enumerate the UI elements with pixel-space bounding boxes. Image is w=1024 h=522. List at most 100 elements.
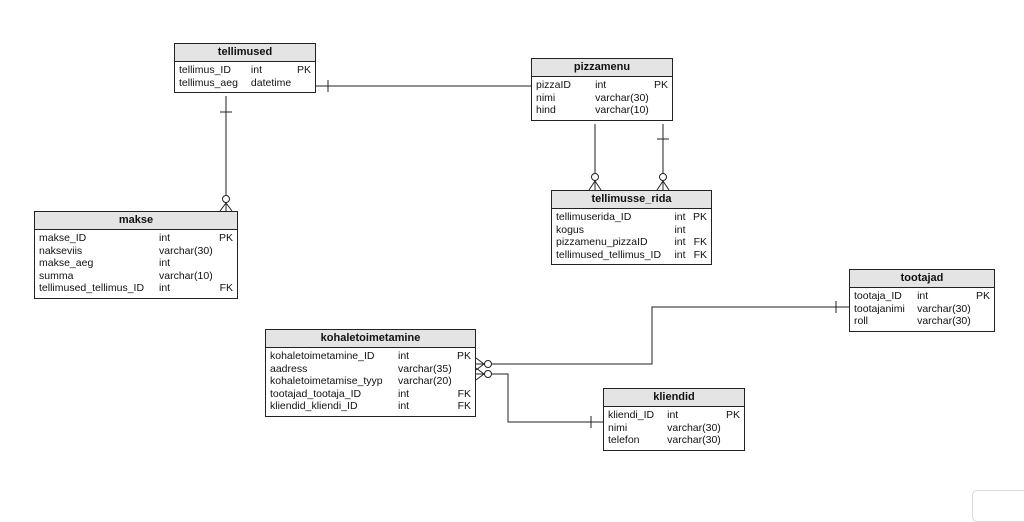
attr-key: FK	[693, 236, 708, 248]
attr-key: PK	[975, 290, 990, 302]
attr-key	[217, 270, 233, 283]
attr-type: int	[398, 387, 410, 400]
attr-key	[974, 303, 990, 316]
attribute-row: tellimused_tellimus_ID int FK	[556, 249, 707, 262]
attribute-row: tootajanimi varchar(30)	[854, 303, 990, 316]
attr-type: int	[674, 248, 686, 261]
corner-widget	[972, 490, 1024, 522]
attr-type: int	[159, 282, 171, 294]
rel-zero-marker	[484, 370, 492, 378]
attr-type: int	[398, 400, 410, 412]
entity-tellimused[interactable]: tellimused tellimus_ID int PK tellimus_a…	[174, 43, 316, 93]
rel-kohaletoimetamine-kliendid	[476, 373, 603, 423]
attribute-row: tootaja_ID int PK	[854, 290, 990, 303]
attr-key: FK	[457, 387, 471, 400]
rel-zero-marker	[484, 360, 492, 368]
attribute-row: nimi varchar(30)	[536, 92, 668, 105]
attr-key: PK	[693, 211, 708, 223]
attr-name: telefon	[608, 434, 640, 446]
attribute-row: pizzaID int PK	[536, 79, 668, 92]
attr-type: varchar(30)	[159, 244, 213, 257]
attr-key: PK	[726, 409, 741, 421]
attr-type: varchar(35)	[398, 362, 452, 375]
rel-zero-marker	[591, 173, 599, 181]
attribute-row: kohaletoimetamine_ID int PK	[270, 350, 471, 363]
attr-name: tootajad_tootaja_ID	[270, 387, 362, 400]
attr-type: int	[159, 232, 171, 244]
attr-name: makse_ID	[39, 232, 87, 244]
attr-name: nimi	[608, 421, 628, 434]
attribute-row: pizzamenu_pizzaID int FK	[556, 236, 707, 249]
attr-key	[652, 92, 668, 105]
entity-tootajad[interactable]: tootajad tootaja_ID int PK tootajanimi v…	[849, 269, 995, 332]
attribute-row: hind varchar(10)	[536, 104, 668, 117]
attr-name: kliendid_kliendi_ID	[270, 400, 358, 412]
entity-title: kliendid	[604, 389, 744, 407]
attr-type: varchar(30)	[917, 302, 971, 315]
attr-name: tellimus_ID	[179, 64, 231, 76]
attr-key	[724, 422, 740, 435]
attr-key	[217, 245, 233, 258]
attr-type: int	[398, 350, 410, 362]
attribute-row: roll varchar(30)	[854, 315, 990, 328]
attr-key: FK	[457, 400, 471, 412]
attr-key: PK	[654, 79, 669, 91]
attr-name: hind	[536, 104, 556, 116]
attribute-row: kogus int	[556, 224, 707, 237]
attr-key: FK	[693, 248, 708, 261]
rel-zero-marker	[222, 195, 230, 203]
attr-type: int	[595, 79, 607, 91]
attr-key	[690, 224, 707, 237]
attr-key	[724, 434, 740, 447]
attr-name: kliendi_ID	[608, 409, 655, 421]
entity-title: pizzamenu	[532, 59, 672, 77]
attr-key	[295, 77, 311, 90]
attr-key	[652, 104, 668, 117]
attr-type: int	[917, 290, 929, 302]
attr-name: aadress	[270, 362, 308, 375]
attr-key	[217, 257, 233, 270]
entity-makse[interactable]: makse makse_ID int PK nakseviis varchar(…	[34, 211, 238, 299]
attr-key: PK	[218, 232, 233, 244]
rel-crowfoot	[219, 202, 233, 212]
attr-type: int	[674, 236, 686, 248]
attr-name: tellimused_tellimus_ID	[39, 282, 145, 294]
attr-key: PK	[456, 350, 471, 362]
attribute-row: kohaletoimetamise_tyyp varchar(20)	[270, 375, 471, 388]
attr-type: int	[674, 211, 686, 223]
rel-crowfoot	[475, 367, 485, 381]
attribute-row: tellimus_aeg datetime	[179, 77, 311, 90]
attr-name: kohaletoimetamise_tyyp	[270, 375, 383, 387]
attr-name: kohaletoimetamine_ID	[270, 350, 375, 362]
attr-type: int	[250, 64, 262, 76]
attr-name: tootaja_ID	[854, 290, 902, 302]
attr-type: varchar(30)	[595, 91, 649, 104]
attr-name: pizzamenu_pizzaID	[556, 236, 648, 248]
rel-kohaletoimetamine-tootajad	[476, 306, 849, 365]
rel-zero-marker	[659, 173, 667, 181]
entity-pizzamenu[interactable]: pizzamenu pizzaID int PK nimi varchar(30…	[531, 58, 673, 121]
attr-name: makse_aeg	[39, 257, 94, 269]
attr-type: varchar(30)	[667, 421, 721, 434]
rel-crowfoot	[588, 180, 602, 191]
attr-type: datetime	[250, 76, 292, 89]
entity-tellimusse-rida[interactable]: tellimusse_rida tellimuserida_ID int PK …	[551, 190, 712, 265]
attr-name: tellimus_aeg	[179, 76, 238, 89]
entity-title: tellimusse_rida	[552, 191, 711, 209]
attr-name: roll	[854, 315, 869, 327]
attr-key	[456, 363, 471, 376]
entity-title: tootajad	[850, 270, 994, 288]
entity-kohaletoimetamine[interactable]: kohaletoimetamine kohaletoimetamine_ID i…	[265, 329, 476, 417]
attr-name: nimi	[536, 91, 556, 104]
attr-name: summa	[39, 269, 74, 282]
attr-name: nakseviis	[39, 244, 83, 257]
attr-type: varchar(30)	[917, 315, 971, 327]
attr-name: pizzaID	[536, 79, 572, 91]
relationship-lines	[219, 80, 849, 428]
attr-name: tellimused_tellimus_ID	[556, 248, 662, 261]
entity-kliendid[interactable]: kliendid kliendi_ID int PK nimi varchar(…	[603, 388, 745, 451]
rel-crowfoot	[656, 180, 670, 191]
attribute-row: kliendid_kliendi_ID int FK	[270, 400, 471, 413]
entity-title: tellimused	[175, 44, 315, 62]
entity-title: kohaletoimetamine	[266, 330, 475, 348]
